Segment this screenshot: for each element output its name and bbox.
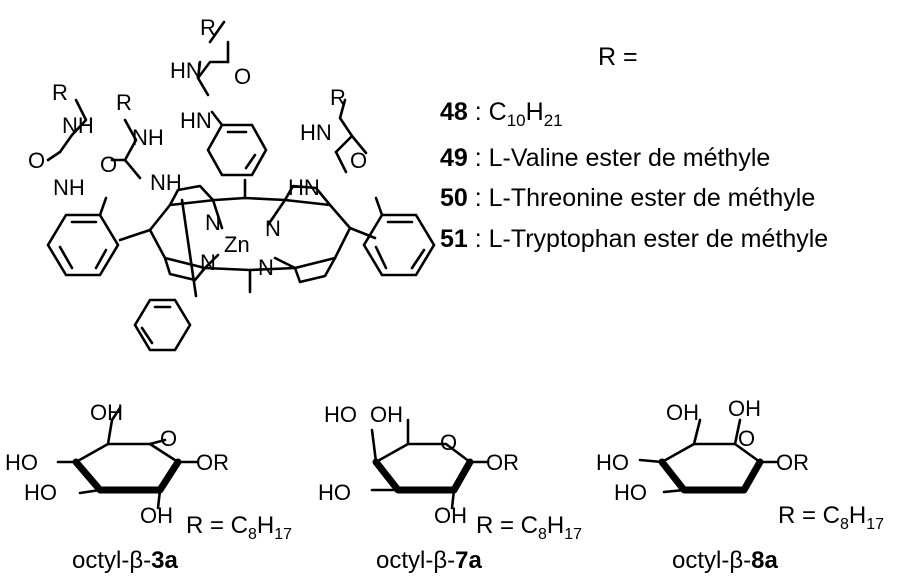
hn-top-2: HN [180,108,212,133]
o-8a-ring: O [738,426,755,451]
r-left: R [52,80,68,105]
legend-num-51: 51 [440,225,468,253]
ho-8a-2: HO [614,480,647,505]
n-topright: N [265,216,281,241]
r-legend: R = 48 : C10H21 49 : L-Valine ester de m… [440,43,828,253]
n-bottomright: N [258,255,274,280]
o-right: O [350,148,367,173]
oh-3a-top: OH [90,400,123,425]
sugar-7a: HO OH O HO OR OH R = C8H17 octyl-β-7a [318,402,582,574]
n-topleft: N [205,210,221,235]
r-right: R [330,85,346,110]
r-center: R [116,90,132,115]
oh-7a-bottom: OH [434,503,467,528]
ho-3a-2: HO [24,480,57,505]
r-eq-3a: R = C8H17 [186,512,292,543]
legend-entry-49: 49 : L-Valine ester de méthyle [440,144,770,172]
hn-right-2: HN [288,175,320,200]
oh-8a-top-2: OH [728,396,761,421]
nh-left-2: NH [53,175,85,200]
ho-7a: HO [318,480,351,505]
legend-entry-50: 50 : L-Threonine ester de méthyle [440,184,815,212]
r-header: R = [598,43,638,71]
ho-3a-1: HO [5,450,38,475]
o-center: O [100,152,117,177]
label-3a: octyl-β-3a [72,547,178,574]
nh-center-2: NH [150,170,182,195]
o-7a-ring: O [440,430,457,455]
sugar-3a: OH O HO HO OR OH R = C8H17 octyl-β-3a [5,400,292,574]
nh-left-1: NH [62,113,94,138]
oh-3a-bottom: OH [140,503,173,528]
n-bottomleft: N [200,250,216,275]
legend-num-48: 48 [440,98,468,126]
r-top: R [200,15,216,40]
nh-center-1: NH [132,125,164,150]
ho-8a-1: HO [596,450,629,475]
o-left: O [28,148,45,173]
legend-entry-48: 48 : C10H21 [440,98,563,130]
legend-entry-51: 51 : L-Tryptophan ester de méthyle [440,225,828,253]
legend-num-49: 49 [440,144,468,172]
label-7a: octyl-β-7a [376,547,482,574]
zn-center: Zn [224,232,250,257]
oh-7a-top: OH [370,402,403,427]
hn-right-1: HN [300,120,332,145]
hn-top: HN [170,58,202,83]
or-7a: OR [486,450,519,475]
porphyrin-structure: R HN O HN R NH O NH R NH O NH R HN O HN … [28,15,436,352]
or-8a: OR [776,450,809,475]
o-3a-ring: O [160,426,177,451]
label-8a: octyl-β-8a [672,547,778,574]
oh-8a-top-1: OH [666,400,699,425]
legend-num-50: 50 [440,184,468,212]
r-eq-8a: R = C8H17 [778,502,884,533]
r-eq-7a: R = C8H17 [476,512,582,543]
o-top: O [234,64,251,89]
or-3a: OR [196,450,229,475]
ho-7a-top: HO [324,402,357,427]
sugar-8a: OH OH O HO HO OR R = C8H17 octyl-β-8a [596,396,884,574]
